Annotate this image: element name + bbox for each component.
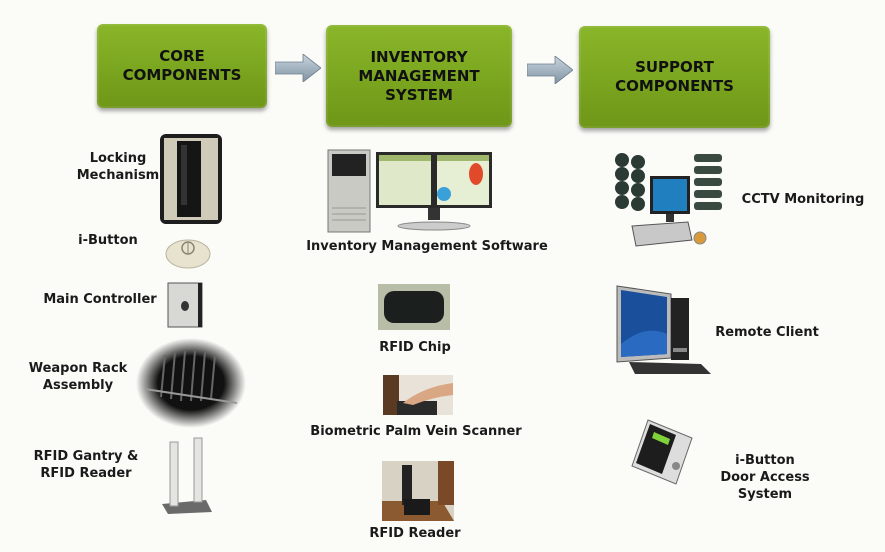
weapon-rack-icon xyxy=(136,338,246,428)
support-item-remote-client: Remote Client xyxy=(712,324,822,341)
core-item-locking-mechanism: Locking Mechanism xyxy=(68,150,168,184)
stage-core-components: CORE COMPONENTS xyxy=(97,24,267,108)
stage-title-line: SUPPORT xyxy=(635,58,714,76)
stage-inventory-management-system: INVENTORY MANAGEMENT SYSTEM xyxy=(326,25,512,127)
inventory-item-software: Inventory Management Software xyxy=(306,239,548,254)
item-label: i-Button xyxy=(735,453,795,468)
rfid-chip-icon xyxy=(378,284,450,330)
workstation-icon xyxy=(327,149,492,233)
item-label: RFID Gantry & xyxy=(33,449,139,464)
item-label: Main Controller xyxy=(43,292,157,307)
ibutton-icon xyxy=(165,239,211,269)
inventory-item-rfid-reader: RFID Reader xyxy=(369,526,461,541)
stage-title-line: COMPONENTS xyxy=(615,77,734,95)
main-controller-icon xyxy=(167,282,203,328)
item-label: RFID Reader xyxy=(40,466,132,481)
item-label: CCTV Monitoring xyxy=(741,192,865,207)
item-label: Door Access xyxy=(720,470,810,485)
core-item-main-controller: Main Controller xyxy=(40,291,160,308)
door-access-icon xyxy=(631,419,693,485)
item-label: Assembly xyxy=(42,378,114,393)
core-item-ibutton: i-Button xyxy=(68,232,148,249)
item-label: Remote Client xyxy=(715,325,819,340)
locking-mechanism-icon xyxy=(160,134,222,224)
core-item-rfid-gantry: RFID Gantry & RFID Reader xyxy=(26,448,146,482)
inventory-item-rfid-chip: RFID Chip xyxy=(379,340,451,355)
stage-support-components: SUPPORT COMPONENTS xyxy=(579,26,770,128)
stage-title-line: COMPONENTS xyxy=(122,66,242,84)
support-item-door-access: i-Button Door Access System xyxy=(720,452,810,503)
arrow-right-icon xyxy=(275,54,321,82)
item-label: Mechanism xyxy=(76,168,160,183)
core-item-weapon-rack-assembly: Weapon Rack Assembly xyxy=(28,360,128,394)
support-item-cctv-monitoring: CCTV Monitoring xyxy=(738,191,868,208)
item-label: Locking xyxy=(89,151,147,166)
item-label: Weapon Rack xyxy=(28,361,128,376)
rfid-reader-icon xyxy=(382,461,454,521)
stage-title-line: INVENTORY xyxy=(370,47,468,66)
palm-scanner-icon xyxy=(383,375,453,415)
rfid-gantry-icon xyxy=(162,437,212,514)
cctv-icon xyxy=(615,153,722,247)
inventory-item-palm-vein-scanner: Biometric Palm Vein Scanner xyxy=(310,424,522,439)
stage-title-line: MANAGEMENT xyxy=(358,66,480,85)
stage-title-line: CORE xyxy=(159,47,205,65)
item-label: i-Button xyxy=(78,233,138,248)
arrow-right-icon xyxy=(527,56,573,84)
item-label: System xyxy=(737,487,793,502)
stage-title-line: SYSTEM xyxy=(385,85,453,104)
remote-client-icon xyxy=(616,285,711,374)
